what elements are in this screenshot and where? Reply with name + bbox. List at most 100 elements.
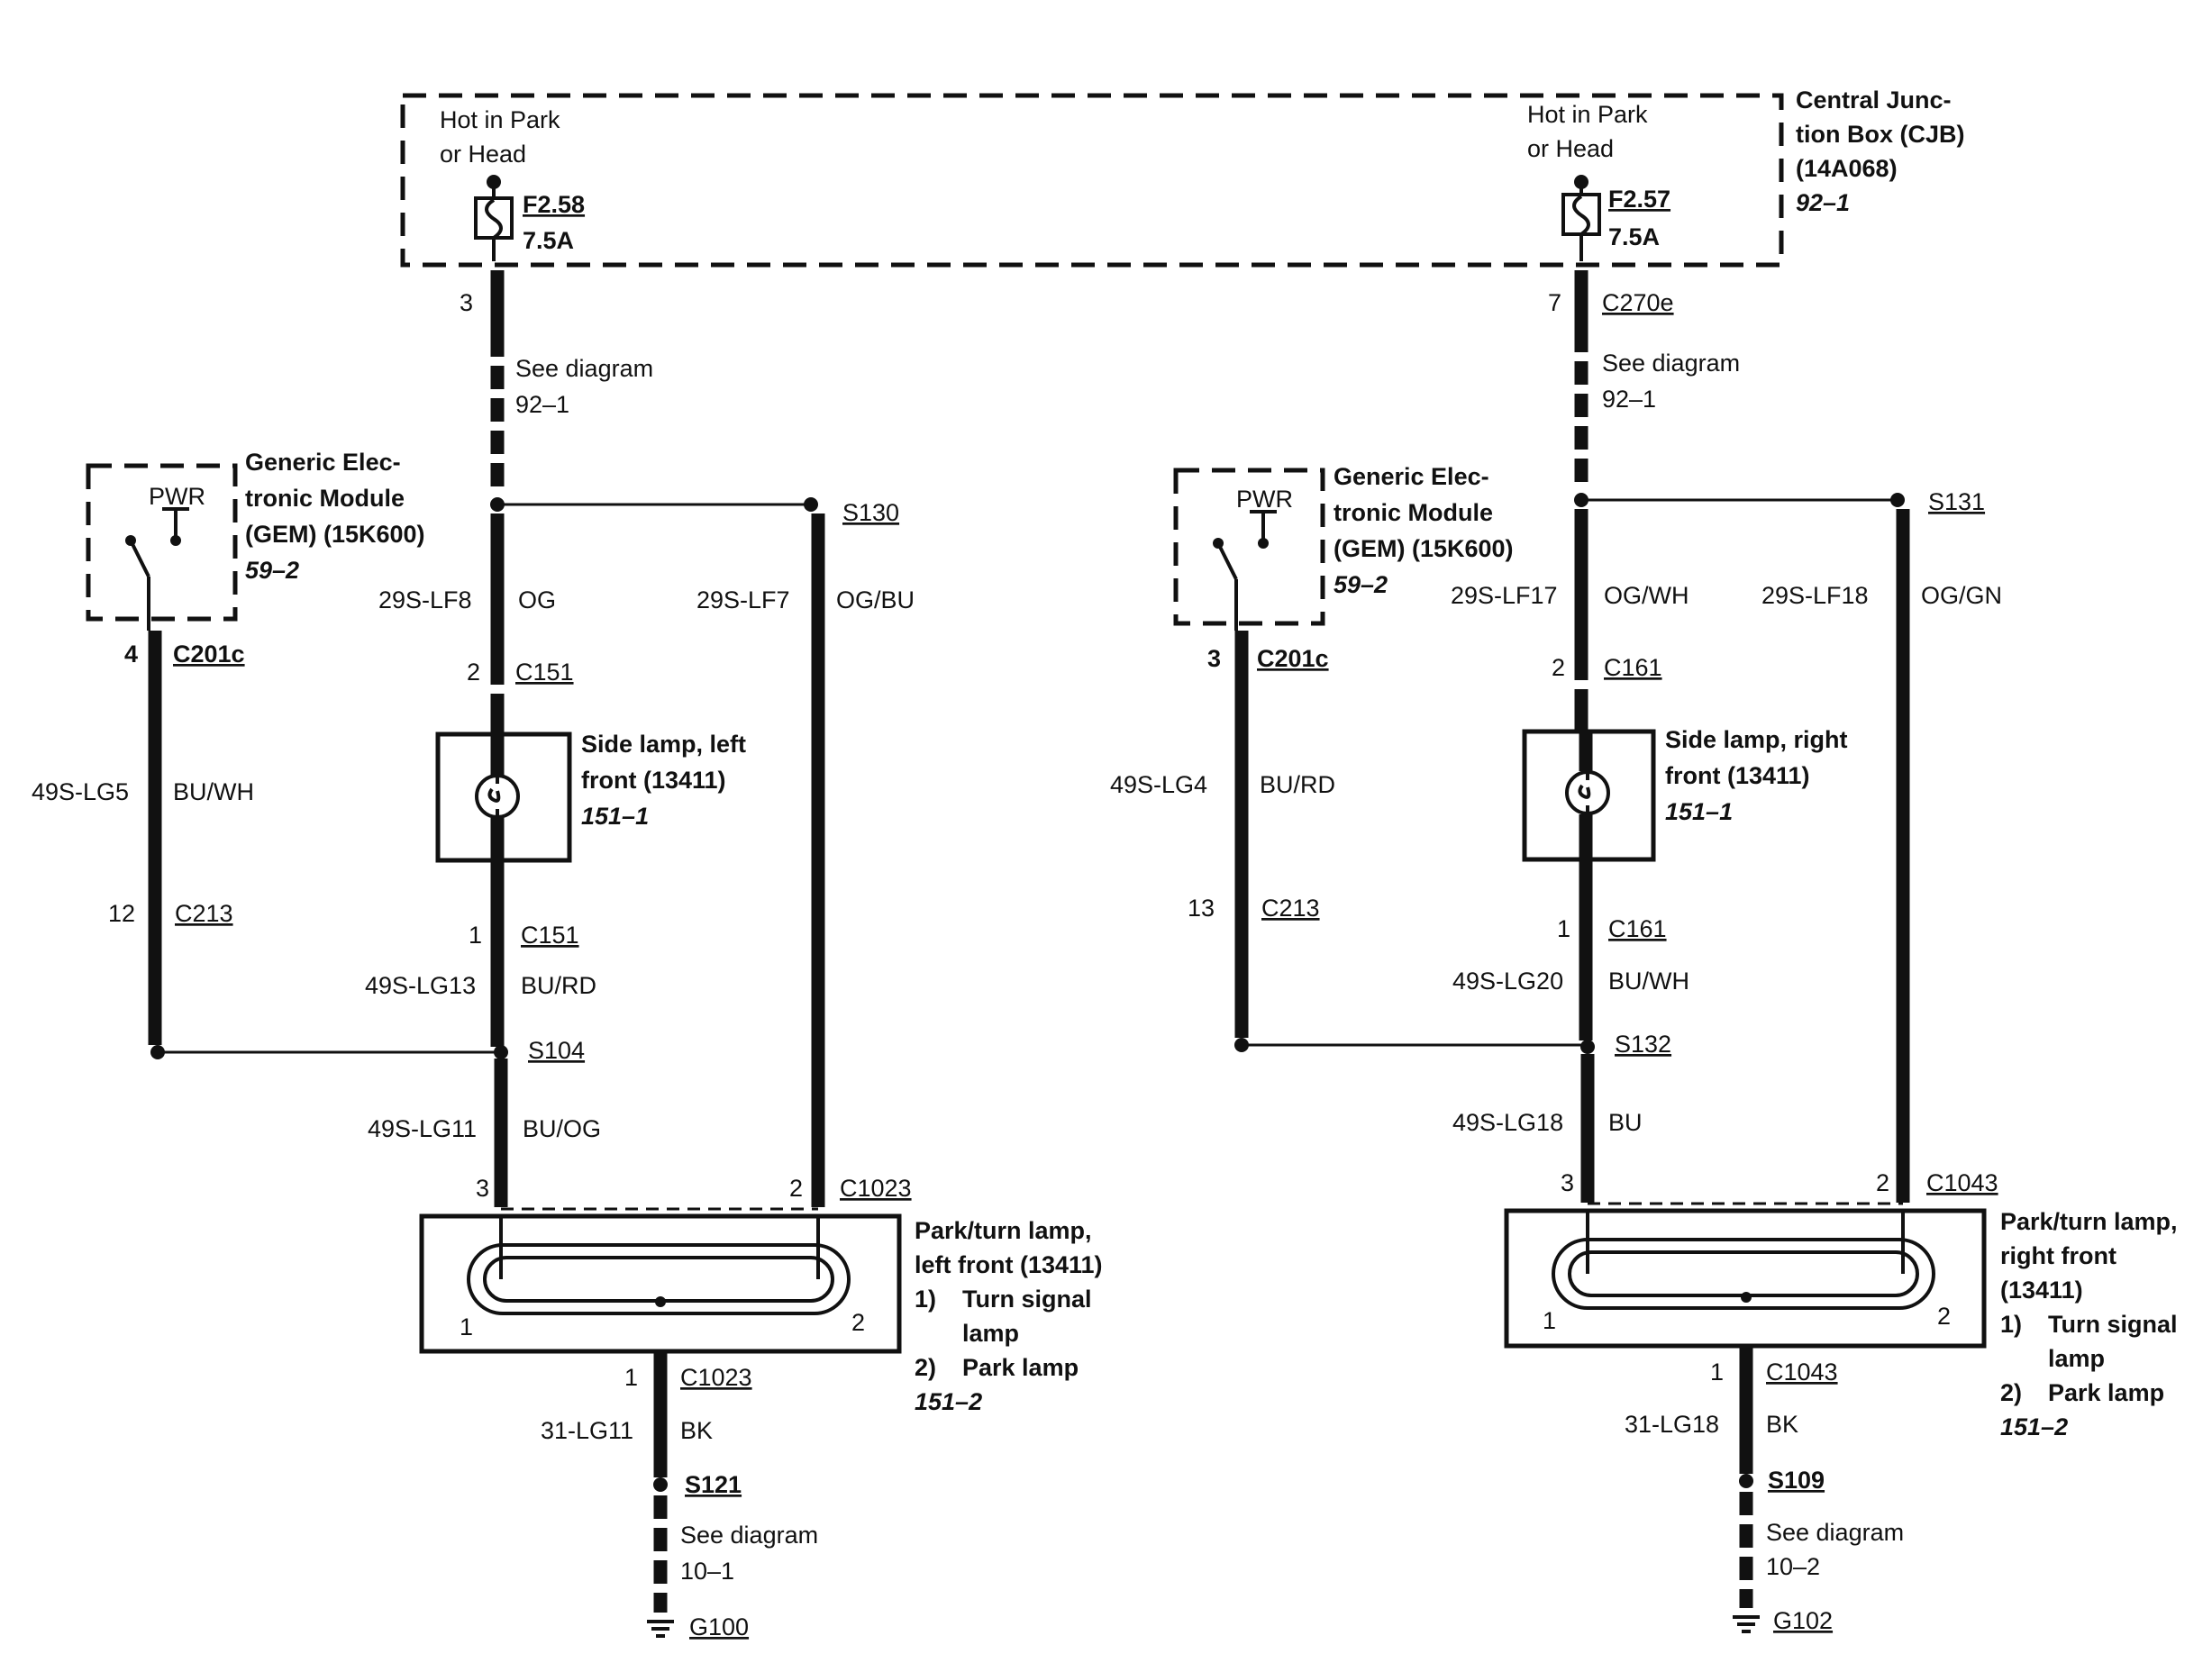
- right-c213-connector: C213: [1261, 895, 1320, 922]
- left-gem-title-1: Generic Elec-: [245, 449, 401, 476]
- right-side-lamp-title-1: Side lamp, right: [1665, 726, 1848, 753]
- right-see-ref: 92–1: [1602, 386, 1656, 413]
- left-ground-see-diagram: See diagram: [680, 1522, 818, 1549]
- right-park-bulb-1: 1: [1543, 1307, 1556, 1334]
- left-gem-ref: 59–2: [245, 557, 299, 584]
- right-splice-s109: S109: [1768, 1467, 1825, 1494]
- right-park-ref: 151–2: [2000, 1413, 2068, 1440]
- left-circuit: Hot in Park or Head F2.58 7.5A 3 See dia…: [32, 106, 1103, 1640]
- left-wire-lg13-color: BU/RD: [521, 972, 596, 999]
- right-gem-title-2: tronic Module: [1334, 499, 1493, 526]
- left-park-title-1: Park/turn lamp,: [915, 1217, 1092, 1244]
- right-park-pin-3: 3: [1561, 1169, 1574, 1196]
- right-fuse-id: F2.57: [1608, 186, 1670, 213]
- left-wire-lg13-circuit: 49S-LG13: [365, 972, 476, 999]
- right-fuse-rating: 7.5A: [1608, 223, 1660, 250]
- left-fuse-id: F2.58: [523, 191, 585, 218]
- right-ground-pin: 1: [1710, 1358, 1724, 1386]
- left-wire-lf7-circuit: 29S-LF7: [696, 586, 790, 613]
- left-park-item-1-a: Turn signal: [962, 1286, 1092, 1313]
- left-gem-title-3: (GEM) (15K600): [245, 521, 425, 548]
- right-wire-lf18-color: OG/GN: [1921, 582, 2002, 609]
- right-gem-ref: 59–2: [1334, 571, 1388, 598]
- right-wire-lg20-color: BU/WH: [1608, 968, 1689, 995]
- right-ground-see-ref: 10–2: [1766, 1553, 1820, 1580]
- right-see-diagram: See diagram: [1602, 350, 1740, 377]
- left-fuse-rating: 7.5A: [523, 227, 574, 254]
- left-see-ref: 92–1: [515, 391, 569, 418]
- left-gem-title-2: tronic Module: [245, 485, 405, 512]
- left-splice-s130: S130: [842, 499, 899, 526]
- right-ground-see-diagram: See diagram: [1766, 1519, 1904, 1546]
- left-wire-lf8-circuit: 29S-LF8: [378, 586, 472, 613]
- left-park-ref: 151–2: [915, 1388, 982, 1415]
- right-wire-lg18-circuit: 49S-LG18: [1452, 1109, 1563, 1136]
- right-park-pin-2: 2: [1876, 1169, 1889, 1196]
- left-ground-connector: C1023: [680, 1364, 752, 1391]
- left-side-bottom-pin: 1: [469, 922, 482, 949]
- left-park-turn-lamp: [419, 1213, 902, 1354]
- left-side-lamp-title-1: Side lamp, left: [581, 731, 746, 758]
- right-side-bottom-pin: 1: [1557, 915, 1570, 942]
- left-side-top-pin: 2: [467, 659, 480, 686]
- right-park-item-1-b: lamp: [2048, 1345, 2105, 1372]
- left-park-item-1-num: 1): [915, 1286, 936, 1313]
- left-gem-connector: C201c: [173, 641, 245, 668]
- right-wire-lg4-circuit: 49S-LG4: [1110, 771, 1207, 798]
- right-splice-s131: S131: [1928, 488, 1985, 515]
- right-park-item-2-num: 2): [2000, 1379, 2022, 1406]
- left-park-item-2-num: 2): [915, 1354, 936, 1381]
- right-wire-lf17-circuit: 29S-LF17: [1451, 582, 1558, 609]
- left-gem-module: [86, 463, 238, 622]
- right-park-turn-lamp: [1504, 1208, 1987, 1349]
- right-park-bulb-2: 2: [1937, 1303, 1951, 1330]
- right-side-top-pin: 2: [1552, 654, 1565, 681]
- right-park-turn-bulb-icon: [1568, 1250, 1919, 1297]
- left-cjb-pin: 3: [460, 289, 473, 316]
- right-ground-connector: C1043: [1766, 1358, 1838, 1386]
- right-wire-lg18-color: BU: [1608, 1109, 1643, 1136]
- right-park-connector: C1043: [1926, 1169, 1998, 1196]
- left-gem-pin: 4: [124, 641, 138, 668]
- left-wire-lg11-color: BU/OG: [523, 1115, 601, 1142]
- right-park-title-1: Park/turn lamp,: [2000, 1208, 2178, 1235]
- left-wire-lg5-color: BU/WH: [173, 778, 254, 805]
- right-gem-pwr: PWR: [1236, 486, 1293, 513]
- right-park-item-2: Park lamp: [2048, 1379, 2164, 1406]
- right-cjb-pin: 7: [1548, 289, 1561, 316]
- left-ground-see-ref: 10–1: [680, 1558, 734, 1585]
- right-gem-title-3: (GEM) (15K600): [1334, 535, 1514, 562]
- left-park-bulb-2: 2: [851, 1309, 865, 1336]
- central-junction-box: [400, 93, 1784, 268]
- left-splice-s121: S121: [685, 1471, 742, 1498]
- right-wire-ground-color: BK: [1766, 1411, 1798, 1438]
- left-park-turn-bulb-icon: [483, 1256, 834, 1303]
- right-circuit: Hot in Park or Head F2.57 7.5A 7 C270e S…: [1110, 101, 2178, 1634]
- left-park-item-1-b: lamp: [962, 1320, 1019, 1347]
- right-wire-lg4-color: BU/RD: [1260, 771, 1335, 798]
- left-splice-s104: S104: [528, 1037, 585, 1064]
- right-splice-s132: S132: [1615, 1031, 1671, 1058]
- right-side-lamp-ref: 151–1: [1665, 798, 1733, 825]
- cjb-title-2: tion Box (CJB): [1796, 121, 1964, 148]
- right-gem-connector: C201c: [1257, 645, 1329, 672]
- left-see-diagram: See diagram: [515, 355, 653, 382]
- right-park-title-2: right front: [2000, 1242, 2116, 1269]
- right-gem-module: [1173, 468, 1325, 626]
- left-park-pin-2: 2: [789, 1175, 803, 1202]
- right-wire-ground-circuit: 31-LG18: [1625, 1411, 1719, 1438]
- left-side-bottom-connector: C151: [521, 922, 579, 949]
- left-gem-pwr: PWR: [149, 483, 205, 510]
- right-park-item-1-a: Turn signal: [2048, 1311, 2178, 1338]
- right-ground-g102: G102: [1773, 1607, 1833, 1634]
- right-park-title-3: (13411): [2000, 1277, 2083, 1304]
- right-gem-title-1: Generic Elec-: [1334, 463, 1489, 490]
- right-c213-pin: 13: [1188, 895, 1215, 922]
- left-side-lamp-title-2: front (13411): [581, 767, 726, 794]
- cjb-part-number: (14A068): [1796, 155, 1898, 182]
- cjb-title-1: Central Junc-: [1796, 86, 1952, 114]
- left-park-item-2: Park lamp: [962, 1354, 1079, 1381]
- left-wire-lf8-color: OG: [518, 586, 556, 613]
- left-park-title-2: left front (13411): [915, 1251, 1103, 1278]
